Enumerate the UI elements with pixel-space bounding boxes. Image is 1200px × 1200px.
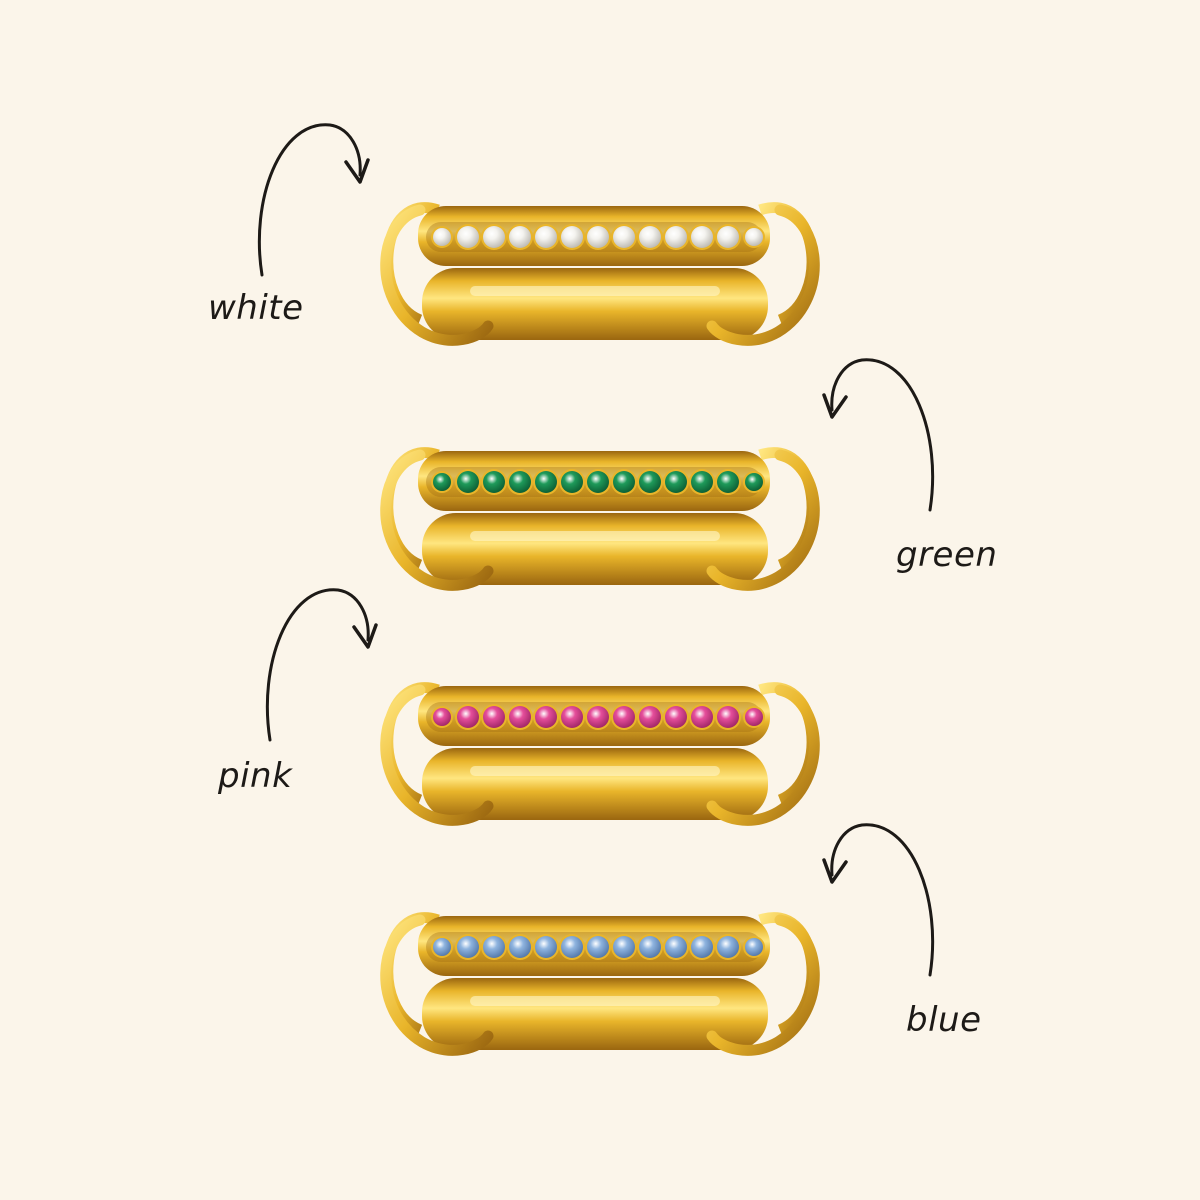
gemstone <box>613 706 635 728</box>
gemstone <box>483 936 505 958</box>
gemstone <box>433 228 451 246</box>
gemstone <box>457 226 479 248</box>
gemstone <box>535 936 557 958</box>
gemstone <box>691 706 713 728</box>
gemstone <box>561 226 583 248</box>
link-ring-left-front <box>380 914 494 1056</box>
gemstone <box>433 473 451 491</box>
gemstone <box>561 706 583 728</box>
gemstone <box>717 706 739 728</box>
link-ring-right-front <box>706 914 820 1056</box>
gemstone <box>665 706 687 728</box>
gemstone <box>483 706 505 728</box>
gemstone <box>457 471 479 493</box>
curved-arrow-icon <box>265 588 378 742</box>
gemstone <box>561 471 583 493</box>
gemstone <box>535 706 557 728</box>
gemstone <box>509 936 531 958</box>
gemstone <box>483 226 505 248</box>
gemstone <box>509 706 531 728</box>
gemstone <box>587 226 609 248</box>
gemstone <box>745 938 763 956</box>
gemstone <box>745 473 763 491</box>
gemstone <box>509 226 531 248</box>
curved-arrow-icon <box>257 123 370 277</box>
gemstone <box>691 471 713 493</box>
gemstone <box>691 226 713 248</box>
gemstone <box>433 708 451 726</box>
variant-label: blue <box>906 1000 982 1040</box>
variant-label: white <box>208 288 304 328</box>
link-ring-right-front <box>706 204 820 346</box>
gemstone <box>613 936 635 958</box>
ring-stack <box>380 202 820 346</box>
gemstone <box>613 226 635 248</box>
gemstone <box>457 706 479 728</box>
gemstone <box>561 936 583 958</box>
curved-arrow-icon <box>822 358 935 512</box>
gemstone <box>587 936 609 958</box>
gemstone <box>587 706 609 728</box>
gemstone <box>665 936 687 958</box>
ring-stack <box>380 912 820 1056</box>
gemstone <box>717 936 739 958</box>
gemstone <box>509 471 531 493</box>
gemstone <box>717 226 739 248</box>
gemstone <box>745 708 763 726</box>
gemstone <box>639 471 661 493</box>
gemstone <box>613 471 635 493</box>
link-ring-left-front <box>380 684 494 826</box>
gemstone <box>433 938 451 956</box>
gemstone <box>587 471 609 493</box>
gemstone <box>639 706 661 728</box>
link-ring-left-front <box>380 204 494 346</box>
link-ring-right-front <box>706 449 820 591</box>
variant-label: green <box>896 535 998 575</box>
gemstone <box>665 226 687 248</box>
variant-label: pink <box>218 756 293 796</box>
ring-stack <box>380 682 820 826</box>
ring-stack <box>380 447 820 591</box>
link-ring-right-front <box>706 684 820 826</box>
gemstone <box>639 226 661 248</box>
gemstone <box>483 471 505 493</box>
gemstone <box>457 936 479 958</box>
curved-arrow-icon <box>822 823 935 977</box>
gemstone <box>745 228 763 246</box>
gemstone <box>665 471 687 493</box>
ring-variant-green: green <box>0 358 1200 625</box>
ring-variant-pink: pink <box>0 588 1200 860</box>
gemstone <box>691 936 713 958</box>
link-ring-left-front <box>380 449 494 591</box>
gemstone <box>535 471 557 493</box>
gemstone <box>717 471 739 493</box>
gemstone <box>535 226 557 248</box>
ring-variant-white: white <box>0 123 1200 380</box>
gemstone <box>639 936 661 958</box>
ring-variant-blue: blue <box>0 823 1200 1090</box>
